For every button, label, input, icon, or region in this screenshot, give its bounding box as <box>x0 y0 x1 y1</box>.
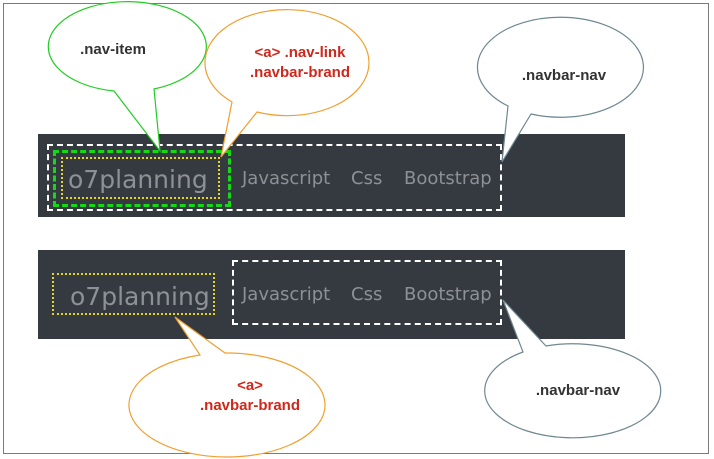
navbar-brand-bottom: o7planning <box>70 282 210 311</box>
nav-link-bootstrap-top: Bootstrap <box>404 168 492 189</box>
diagram-frame <box>3 3 709 454</box>
nav-link-css-top: Css <box>351 168 383 189</box>
callout-navbar-nav-bottom-label: .navbar-nav <box>535 382 621 399</box>
callout-navbar-brand-bottom-label-line1: <a> <box>237 377 263 394</box>
nav-link-javascript-top: Javascript <box>242 168 331 189</box>
callout-navbar-brand-bottom-label-line2: .navbar-brand <box>199 397 301 414</box>
callout-nav-item-bubble <box>47 1 207 154</box>
callout-navbar-nav-bottom-bubble <box>484 299 662 439</box>
navbar-nav-outline-bottom <box>232 260 502 325</box>
callout-nav-item-label: .nav-item <box>80 41 146 58</box>
nav-link-bootstrap-bottom: Bootstrap <box>404 284 492 305</box>
nav-link-css-bottom: Css <box>351 284 383 305</box>
navbar-brand-top: o7planning <box>68 165 208 194</box>
callout-nav-link-label-line2: .navbar-brand <box>249 64 351 81</box>
navbar-top <box>38 134 625 217</box>
nav-item-outline-top <box>53 150 231 207</box>
navbar-brand-outline-top <box>61 157 220 199</box>
navbar-nav-outline-top <box>47 144 502 211</box>
nav-link-javascript-bottom: Javascript <box>242 284 331 305</box>
callout-navbar-nav-top-label: .navbar-nav <box>521 67 607 84</box>
callout-navbar-brand-bottom-bubble <box>128 316 326 458</box>
callout-nav-link-label-line1: <a> .nav-link <box>254 44 346 61</box>
callout-navbar-nav-top-bubble <box>476 16 645 163</box>
navbar-brand-outline-bottom <box>52 273 215 315</box>
callout-nav-link-bubble <box>204 9 370 158</box>
